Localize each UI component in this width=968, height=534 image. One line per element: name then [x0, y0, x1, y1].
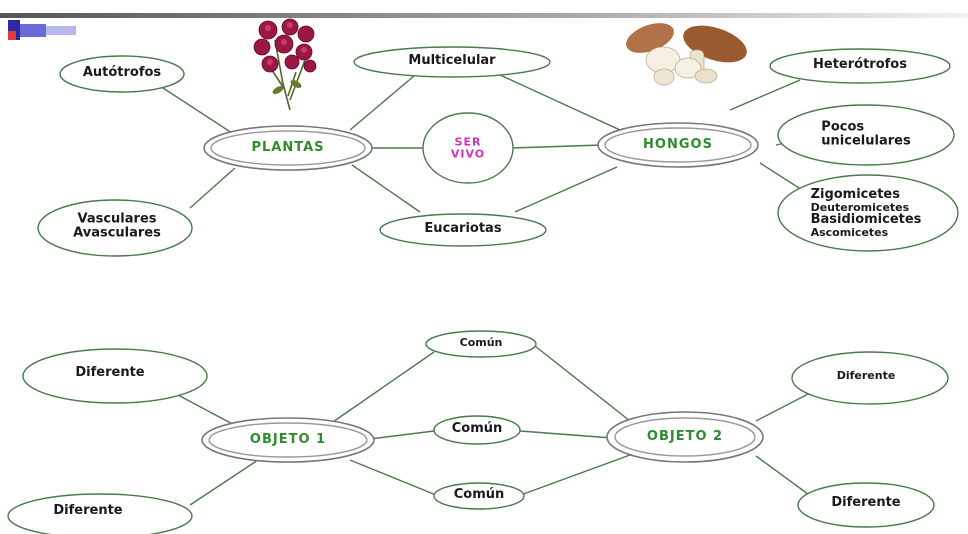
label-vasculares: Vasculares Avasculares: [73, 212, 161, 239]
node-objeto-2: [606, 411, 764, 463]
label-deuteromicetes: Deuteromicetes: [810, 200, 910, 214]
label-ser-vivo: SER VIVO: [451, 136, 485, 159]
label-objeto-1: OBJETO 1: [249, 432, 327, 448]
label-pocos: Pocos: [821, 119, 865, 135]
label-vasculares-line2: Avasculares: [73, 225, 161, 240]
header-bar: [0, 13, 968, 40]
bottom-connectors: [177, 345, 813, 506]
node-vasculares: [37, 199, 193, 257]
node-diferente-tr: [791, 351, 949, 405]
label-ascomicetes: Ascomicetes: [810, 225, 889, 239]
label-pocos-unicelulares: Pocos unicelulares: [821, 120, 910, 147]
label-multicelular: Multicelular: [408, 53, 496, 69]
node-eucariotas: [379, 213, 547, 247]
rose-flowers-icon: [253, 18, 317, 111]
node-comun-bot: [433, 482, 525, 510]
label-autotrofos: Autótrofos: [82, 65, 162, 81]
label-zigomicetes: Zigomicetes: [810, 186, 900, 202]
label-diferente-bl: Diferente: [53, 503, 123, 519]
label-unicelulares: unicelulares: [821, 133, 911, 148]
label-eucariotas: Eucariotas: [424, 221, 502, 237]
label-comun-top: Común: [459, 336, 503, 350]
node-autotrofos: [59, 55, 185, 93]
node-multicelular: [353, 46, 551, 78]
label-comun-mid: Común: [451, 421, 503, 437]
label-diferente-tr: Diferente: [836, 369, 896, 383]
label-objeto-2: OBJETO 2: [646, 429, 724, 445]
label-tipos-hongos: Zigomicetes Deuteromicetes Basidiomicete…: [811, 188, 922, 238]
label-ser: SER: [454, 135, 482, 149]
node-diferente-br: [797, 482, 935, 528]
node-heterotrofos: [769, 48, 951, 84]
label-heterotrofos: Heterótrofos: [813, 57, 907, 73]
label-hongos: HONGOS: [643, 137, 713, 153]
node-plantas: [203, 125, 373, 171]
node-tipos-hongos: [777, 174, 959, 252]
node-diferente-bl: [7, 493, 193, 534]
label-diferente-tl: Diferente: [75, 365, 145, 381]
node-pocos-unicelulares: [777, 104, 955, 166]
node-hongos: [597, 122, 759, 168]
node-comun-mid: [433, 415, 521, 445]
label-vivo: VIVO: [450, 147, 486, 160]
label-plantas: PLANTAS: [251, 140, 325, 156]
node-ser-vivo: [422, 112, 514, 184]
label-vasculares-line1: Vasculares: [77, 211, 157, 227]
node-diferente-tl: [22, 348, 208, 404]
mushrooms-icon: [626, 23, 747, 86]
label-comun-bot: Común: [453, 487, 505, 503]
label-basidiomicetes: Basidiomicetes: [810, 212, 922, 227]
node-objeto-1: [201, 417, 375, 463]
label-diferente-br: Diferente: [831, 495, 901, 511]
node-comun-top: [425, 330, 537, 358]
